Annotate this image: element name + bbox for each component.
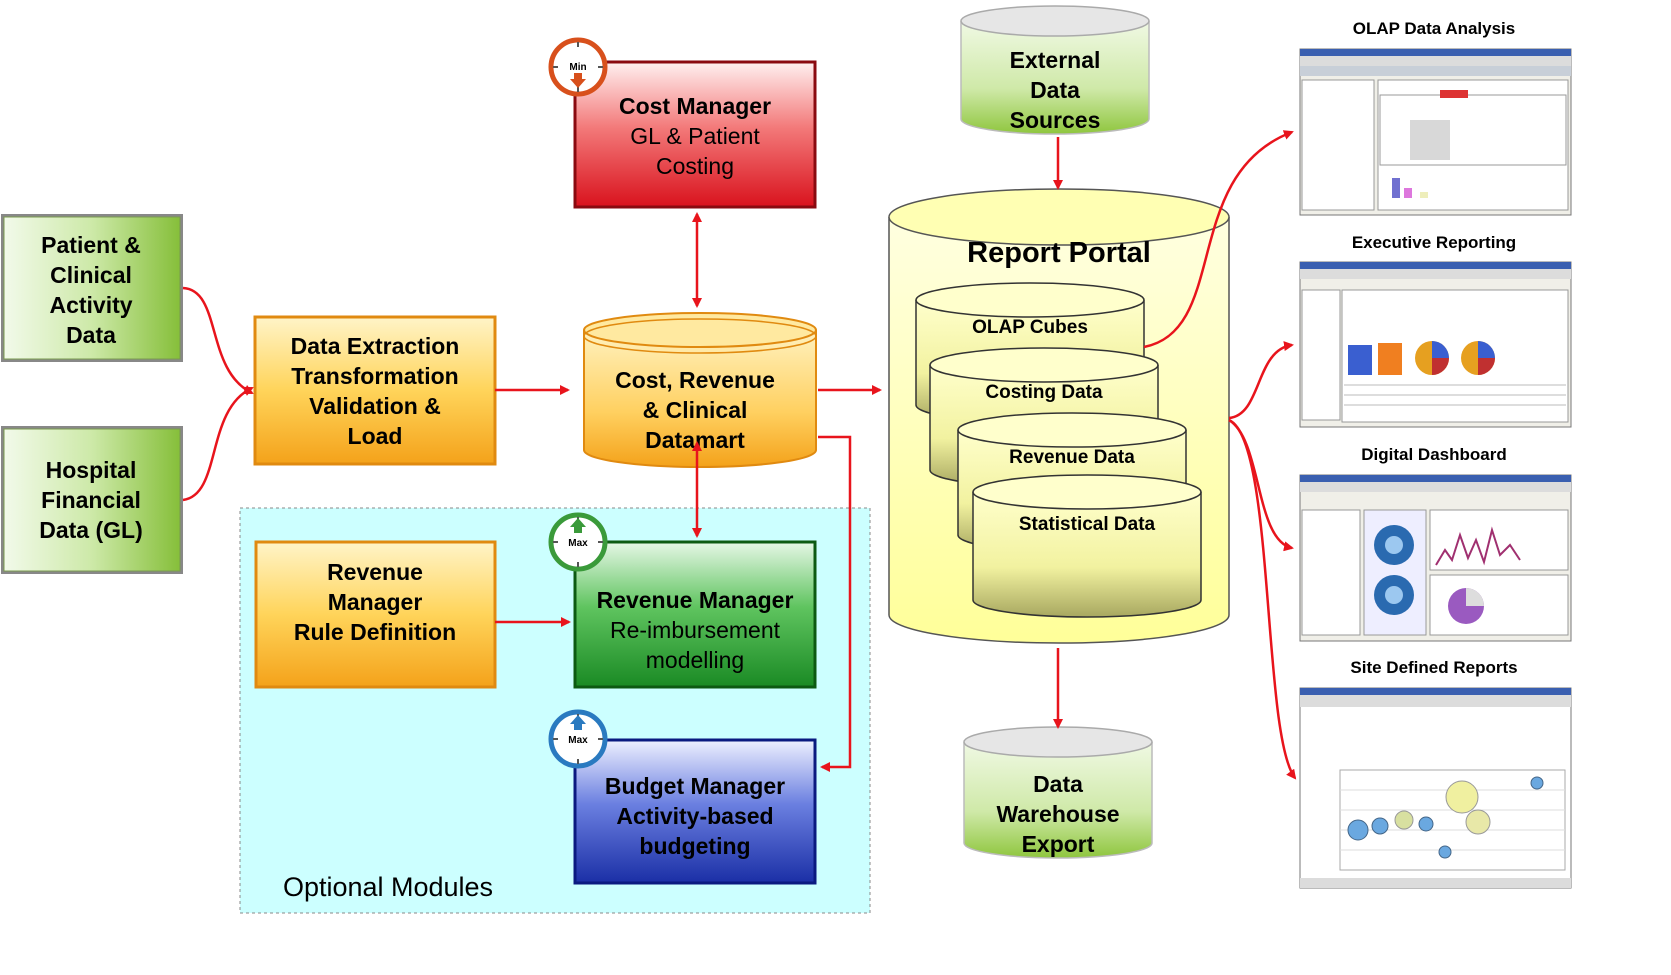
arrow-olap-to-analysis bbox=[1143, 130, 1294, 349]
output-title-olap: OLAP Data Analysis bbox=[1353, 19, 1516, 38]
patient-clinical-data-box: Patient & Clinical Activity Data bbox=[1, 214, 183, 362]
site-reports-screenshot-thumbnail bbox=[1299, 687, 1572, 889]
patient-line-2: Clinical bbox=[50, 262, 132, 288]
statistical-data-store: Statistical Data bbox=[972, 474, 1202, 618]
revenue-rule-line-1: Revenue bbox=[327, 559, 423, 585]
hospital-financial-data-box: Hospital Financial Data (GL) bbox=[1, 426, 183, 574]
optional-modules-label: Optional Modules bbox=[283, 872, 493, 902]
arrow-patient-to-etl bbox=[182, 286, 254, 395]
budget-clock-label: Max bbox=[568, 735, 588, 746]
revenue-rule-line-3: Rule Definition bbox=[294, 619, 456, 645]
cost-manager-box: Cost Manager GL & Patient Costing bbox=[573, 60, 817, 209]
executive-screenshot-thumbnail bbox=[1299, 261, 1572, 428]
revenue-data-label: Revenue Data bbox=[1009, 447, 1135, 468]
olap-screenshot-thumbnail bbox=[1299, 48, 1572, 216]
max-clock-label: Max bbox=[568, 538, 588, 549]
revenue-rule-definition-box: Revenue Manager Rule Definition bbox=[254, 540, 497, 689]
cost-manager-title: Cost Manager bbox=[619, 93, 771, 119]
budget-manager-box: Budget Manager Activity-based budgeting bbox=[573, 738, 817, 885]
datamart-line-1: Cost, Revenue bbox=[615, 367, 775, 393]
max-clock-icon: Max bbox=[548, 512, 608, 572]
datamart-line-3: Datamart bbox=[645, 427, 745, 453]
budget-manager-line-1: Activity-based bbox=[616, 803, 773, 829]
etl-line-2: Transformation bbox=[291, 363, 458, 389]
warehouse-line-3: Export bbox=[1022, 831, 1095, 857]
hospital-line-1: Hospital bbox=[46, 457, 137, 483]
external-line-1: External bbox=[1010, 47, 1101, 73]
arrow-portal-to-site-reports bbox=[1228, 418, 1297, 780]
cost-manager-line-1: GL & Patient bbox=[630, 123, 760, 149]
datamart-cylinder: Cost, Revenue & Clinical Datamart bbox=[583, 312, 817, 468]
external-line-3: Sources bbox=[1010, 107, 1101, 133]
revenue-manager-title: Revenue Manager bbox=[597, 587, 794, 613]
etl-line-1: Data Extraction bbox=[291, 333, 460, 359]
cost-manager-line-2: Costing bbox=[656, 153, 734, 179]
output-title-dashboard: Digital Dashboard bbox=[1361, 445, 1506, 464]
patient-line-1: Patient & bbox=[41, 232, 141, 258]
statistical-data-label: Statistical Data bbox=[1019, 514, 1156, 535]
hospital-line-3: Data (GL) bbox=[39, 517, 143, 543]
patient-line-4: Data bbox=[66, 322, 116, 348]
output-title-site-reports: Site Defined Reports bbox=[1350, 658, 1517, 677]
etl-box: Data Extraction Transformation Validatio… bbox=[253, 315, 497, 466]
revenue-manager-line-2: modelling bbox=[646, 647, 744, 673]
dashboard-screenshot-thumbnail bbox=[1299, 474, 1572, 642]
data-warehouse-export-cylinder: Data Warehouse Export bbox=[963, 726, 1153, 859]
warehouse-line-1: Data bbox=[1033, 771, 1083, 797]
connector-arrows bbox=[182, 130, 1297, 780]
arrow-portal-to-executive bbox=[1228, 341, 1294, 420]
min-clock-label: Min bbox=[569, 62, 586, 73]
external-data-sources-cylinder: External Data Sources bbox=[960, 5, 1150, 135]
max-clock-icon-budget: Max bbox=[548, 709, 608, 769]
output-title-executive: Executive Reporting bbox=[1352, 233, 1516, 252]
arrow-hospital-to-etl bbox=[182, 386, 254, 502]
revenue-manager-line-1: Re-imbursement bbox=[610, 617, 781, 643]
budget-manager-line-2: budgeting bbox=[639, 833, 750, 859]
olap-cubes-label: OLAP Cubes bbox=[972, 317, 1088, 338]
arrow-datamart-to-budget bbox=[818, 435, 852, 772]
external-line-2: Data bbox=[1030, 77, 1080, 103]
revenue-rule-line-2: Manager bbox=[328, 589, 423, 615]
warehouse-line-2: Warehouse bbox=[996, 801, 1119, 827]
costing-data-label: Costing Data bbox=[985, 382, 1103, 403]
datamart-line-2: & Clinical bbox=[643, 397, 748, 423]
etl-line-4: Load bbox=[348, 423, 403, 449]
budget-manager-title: Budget Manager bbox=[605, 773, 785, 799]
etl-line-3: Validation & bbox=[309, 393, 441, 419]
patient-line-3: Activity bbox=[49, 292, 132, 318]
min-clock-icon: Min bbox=[548, 37, 608, 97]
revenue-manager-box: Revenue Manager Re-imbursement modelling bbox=[573, 540, 817, 689]
report-portal-title: Report Portal bbox=[967, 237, 1151, 269]
hospital-line-2: Financial bbox=[41, 487, 141, 513]
